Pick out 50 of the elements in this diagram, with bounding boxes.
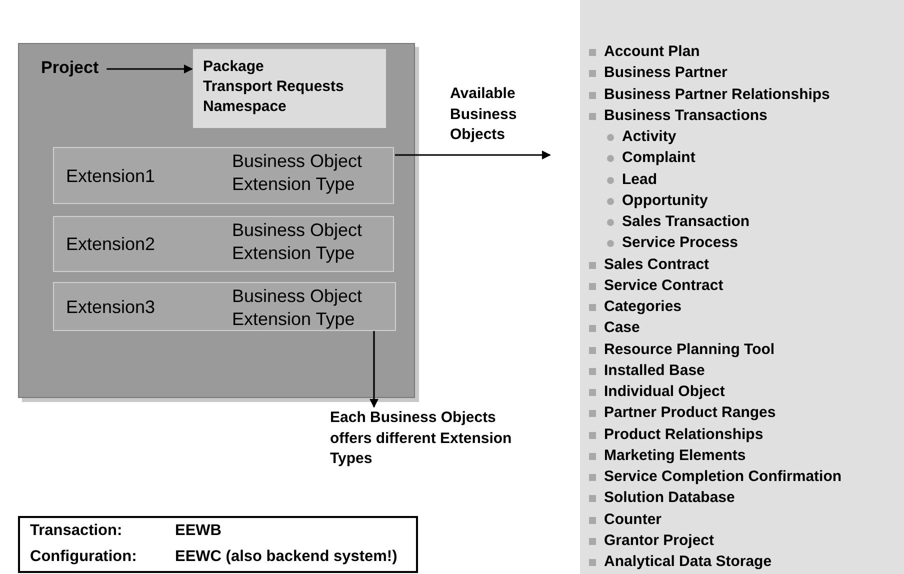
extension-box (53, 147, 394, 204)
package-item: Namespace (203, 98, 286, 115)
extension-name: Extension2 (66, 234, 156, 255)
list-item: Partner Product Ranges (588, 404, 776, 422)
list-item: Case (588, 319, 640, 336)
list-item: Sales Contract (588, 256, 710, 272)
list-item: Service Completion Confirmation (588, 468, 842, 485)
list-item: Individual Object (588, 383, 725, 400)
extension-type: Business Object Extension Type (232, 219, 364, 265)
arrow (106, 64, 193, 74)
info-value: EEWC (also backend system!) (175, 548, 398, 566)
list-item: Analytical Data Storage (588, 553, 772, 570)
project-title: Project (41, 58, 99, 80)
list-item: Business Partner Relationships (588, 86, 830, 102)
list-item: Product Relationships (588, 426, 764, 442)
extension-type: Business Object Extension Type (232, 285, 364, 331)
extension-name: Extension1 (66, 166, 156, 186)
list-item: Sales Transaction (606, 213, 750, 230)
info-box (18, 516, 418, 573)
list-item: Service Contract (588, 276, 724, 294)
package-item: Transport Requests (203, 78, 344, 95)
info-label: Transaction: (30, 522, 122, 540)
list-item: Resource Planning Tool (588, 340, 775, 358)
extension-type: Business Object Extension Type (232, 150, 364, 196)
list-item: Service Process (606, 234, 738, 252)
list-item: Solution Database (588, 489, 735, 506)
list-item: Business Transactions (588, 106, 768, 124)
edge-label: Available Business Objects (450, 84, 518, 145)
package-box (193, 49, 386, 128)
note-text: Each Business Objects offers different Extension Types (330, 408, 525, 470)
list-item: Opportunity (606, 192, 708, 209)
extension-box (53, 216, 394, 272)
list-item: Activity (606, 128, 676, 145)
extension-box (53, 282, 396, 331)
extension-name: Extension3 (66, 296, 156, 318)
list-item: Marketing Elements (588, 446, 746, 464)
arrow (370, 331, 378, 408)
list-item: Installed Base (588, 362, 705, 379)
arrow (395, 150, 551, 160)
info-value: EEWB (175, 522, 222, 540)
list-item: Categories (588, 298, 682, 315)
list-item: Complaint (606, 149, 696, 166)
list-item: Lead (606, 170, 658, 188)
list-item: Business Partner (588, 64, 728, 82)
object-list-panel (580, 0, 904, 574)
list-item: Grantor Project (588, 532, 714, 549)
package-item: Package (203, 58, 264, 75)
info-label: Configuration: (30, 548, 137, 566)
list-item: Account Plan (588, 43, 700, 60)
list-item: Counter (588, 510, 662, 528)
